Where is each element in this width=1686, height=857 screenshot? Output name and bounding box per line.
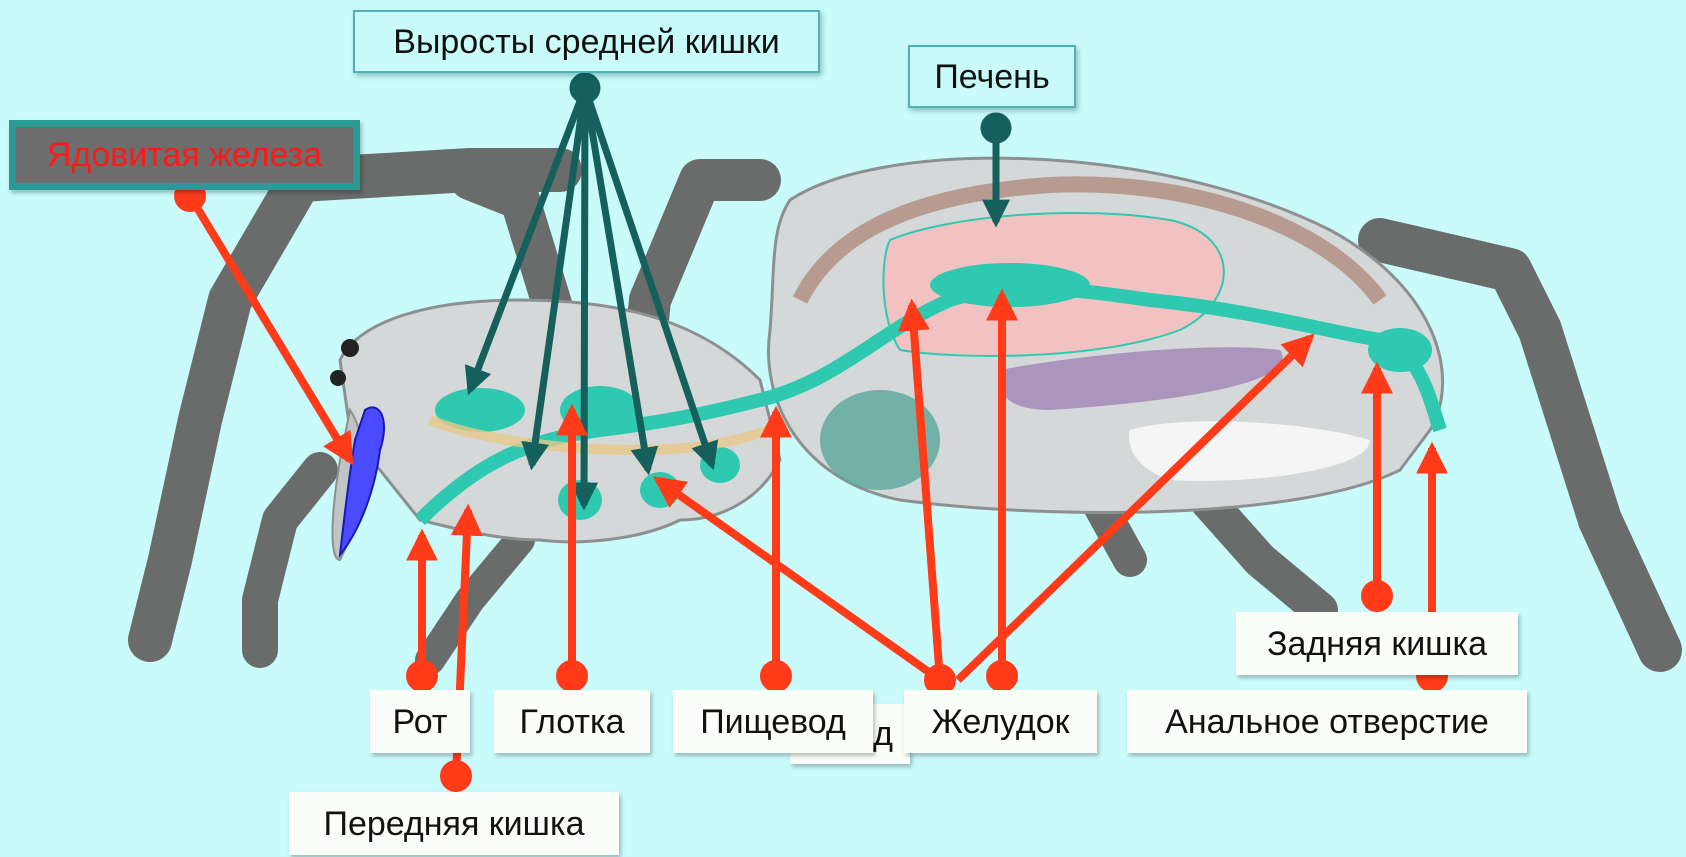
eye bbox=[330, 370, 346, 386]
label-foregut: Передняя кишка bbox=[289, 792, 619, 855]
label-stomach: Желудок bbox=[904, 690, 1097, 753]
stercoral-pocket bbox=[1368, 328, 1432, 372]
label-venom-gland: Ядовитая железа bbox=[9, 120, 360, 190]
label-hindgut: Задняя кишка bbox=[1236, 612, 1518, 675]
midgut-diverticulum bbox=[558, 480, 602, 520]
eye bbox=[341, 339, 359, 357]
label-midgut-outgrowths: Выросты средней кишки bbox=[353, 10, 820, 73]
label-mouth: Рот bbox=[370, 690, 470, 753]
label-esophagus: Пищевод bbox=[673, 690, 873, 753]
label-anus: Анальное отверстие bbox=[1127, 690, 1527, 753]
label-liver: Печень bbox=[908, 45, 1076, 108]
outgrowth-arrow bbox=[584, 88, 585, 505]
label-pharynx: Глотка bbox=[494, 690, 650, 753]
stomach-arrow bbox=[658, 480, 940, 680]
stomach-shape bbox=[930, 263, 1090, 307]
